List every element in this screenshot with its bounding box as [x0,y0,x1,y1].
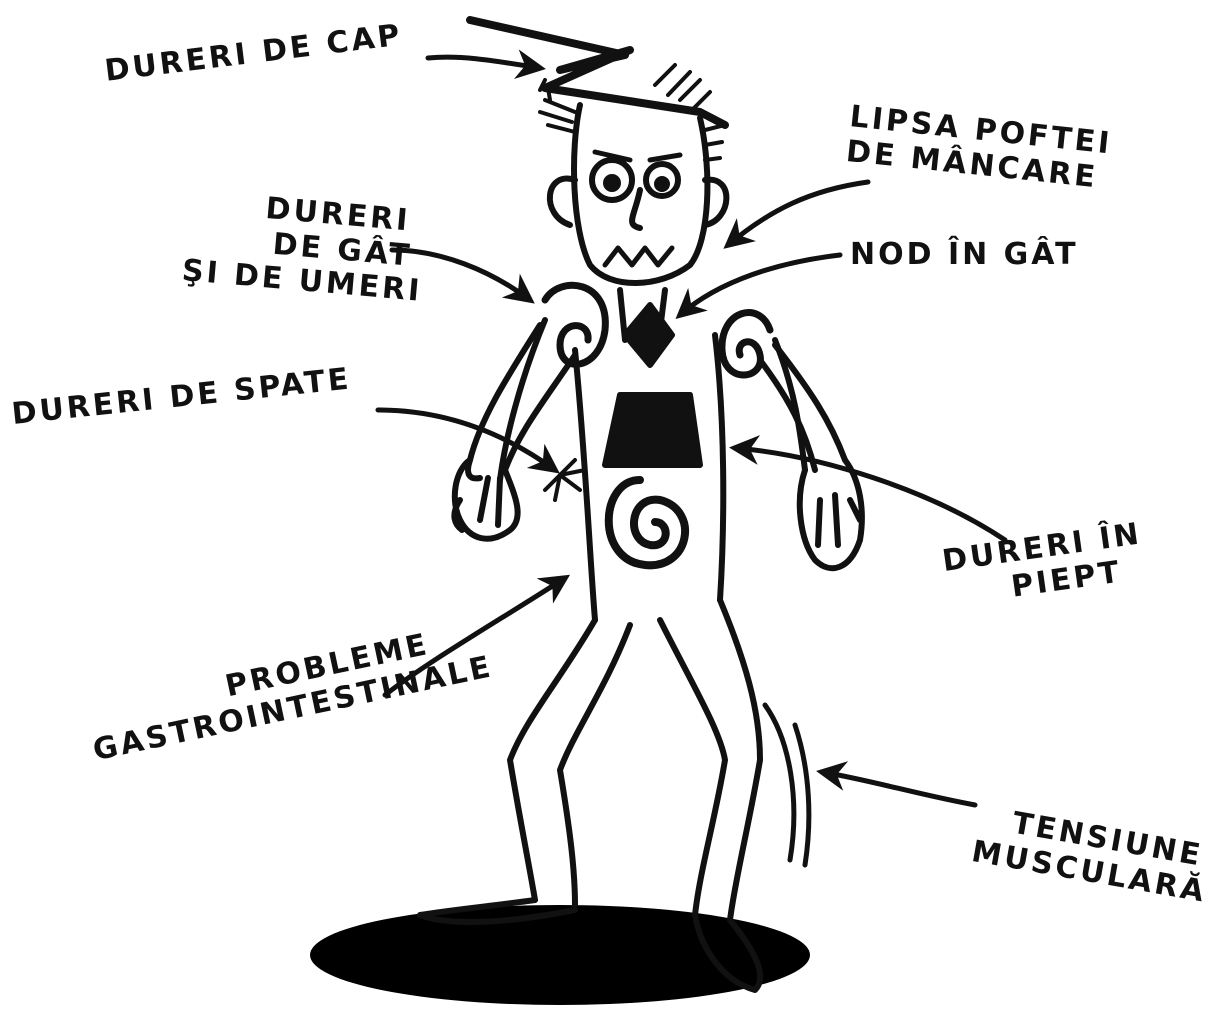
label-throat-knot: Nod în gât [850,238,1079,273]
mouth [605,248,672,265]
left-leg [510,620,630,905]
arrow-muscle-tension [822,772,975,805]
stomach-spiral-icon [609,480,685,565]
arrow-chest-pain [735,448,1005,540]
left-hand [454,460,517,539]
arrow-head-pain [428,57,540,68]
ground-shadow [310,905,810,1005]
right-hand [800,460,862,568]
nose [632,190,640,228]
chest-pain-icon [605,395,700,465]
label-neck-shoulder-pain: Dureri de gât şi de umeri [180,185,429,309]
arrow-appetite [728,182,868,245]
arrow-throat-knot [680,255,840,315]
left-ear [550,179,575,225]
right-leg [660,600,760,920]
headache-zigzag-icon [470,20,725,125]
muscle-tension-lines-icon [765,705,809,865]
